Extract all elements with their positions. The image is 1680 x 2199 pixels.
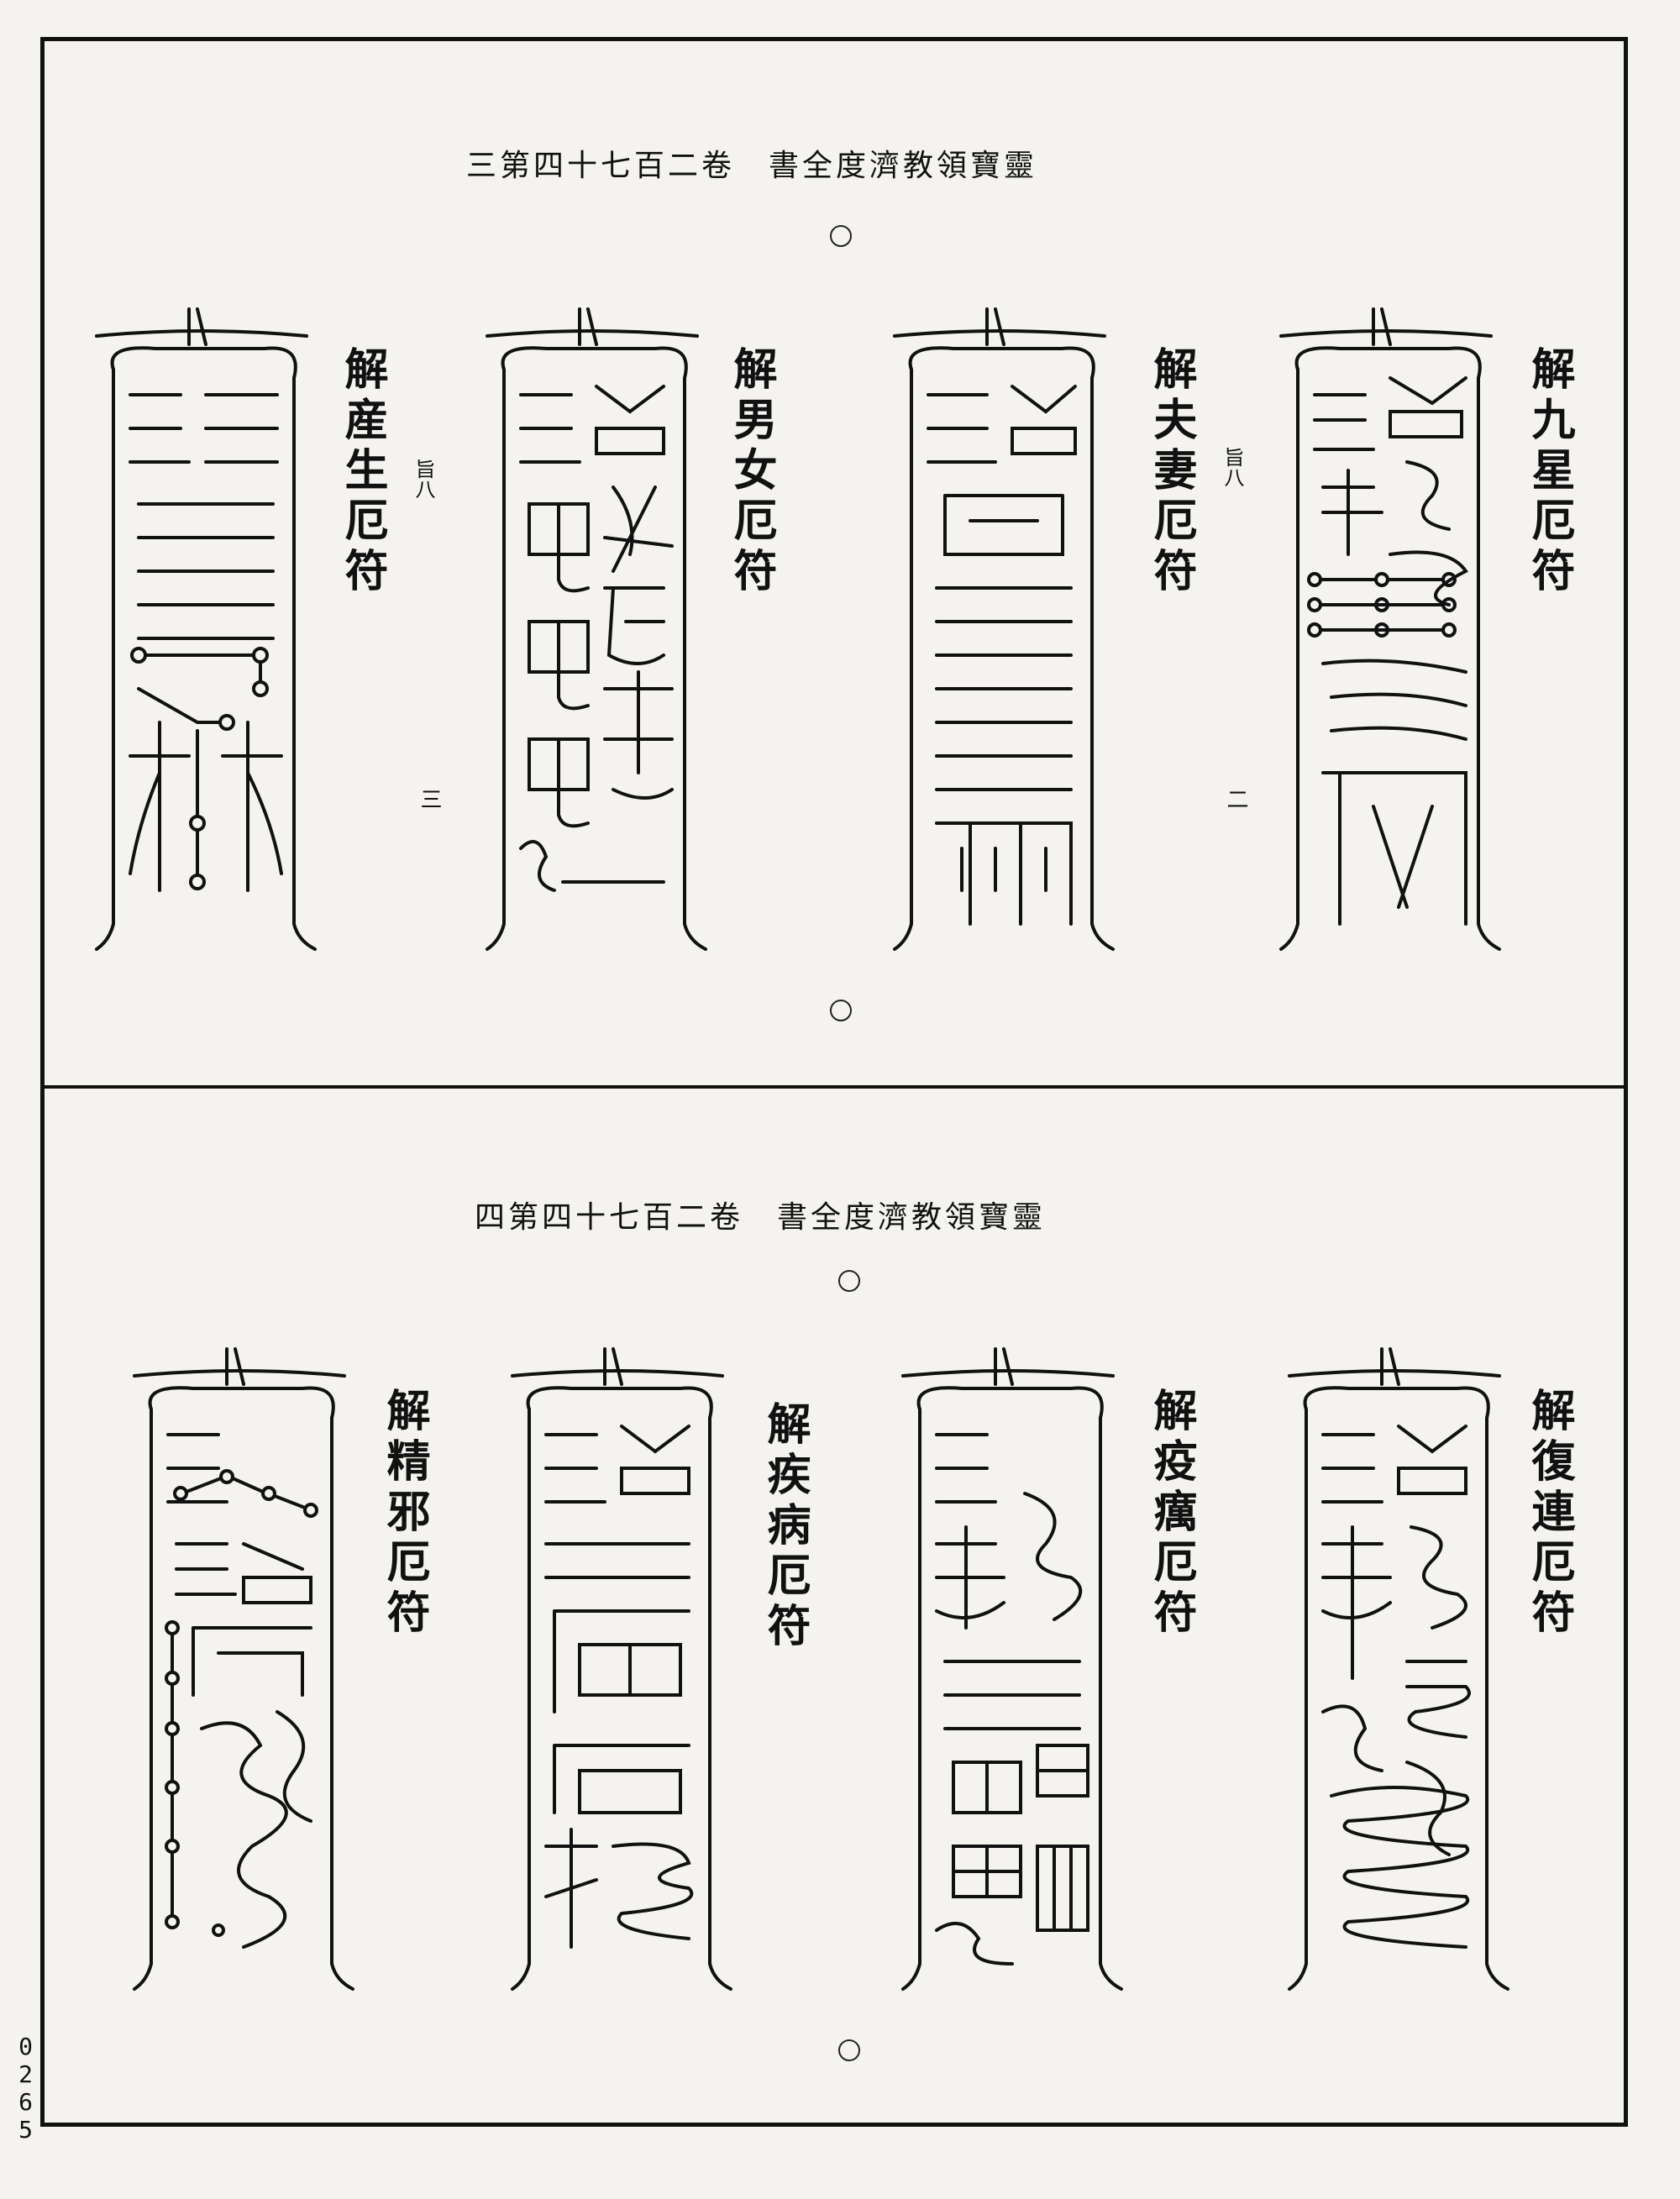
talisman-fu-lian [1273,1342,1516,2006]
page-mark: 二 [1223,788,1248,810]
page-margin-number: 0265 [12,2033,39,2144]
talisman-jiu-xing [1264,302,1508,966]
talisman-chan-sheng [80,302,323,966]
talisman-ji-bing [496,1342,739,2006]
binding-hole [830,225,852,247]
bottom-page-header: 四第四十七百二卷 書全度濟教領寶靈 [475,1200,1047,1235]
talisman-title: 解産生厄符 [337,346,388,598]
page-mark: 三 [417,788,442,810]
side-note: 旨八 [1221,447,1244,487]
top-page-header: 三第四十七百二卷 書全度濟教領寶靈 [466,149,1038,183]
talisman-title: 解疫癘厄符 [1146,1388,1197,1640]
binding-hole [838,1270,860,1292]
talisman-nan-nv [470,302,714,966]
talisman-title: 解疾病厄符 [759,1401,811,1653]
talisman-yi-li [886,1342,1130,2006]
binding-hole [838,2039,860,2061]
talisman-title: 解九星厄符 [1524,346,1575,598]
side-note: 旨八 [412,459,435,499]
talisman-title: 解夫妻厄符 [1146,346,1197,598]
page-frame [40,37,1628,2127]
talisman-jing-xie [118,1342,361,2006]
talisman-title: 解復連厄符 [1524,1388,1575,1640]
binding-hole [830,1000,852,1021]
talisman-title: 解精邪厄符 [379,1388,430,1640]
talisman-fu-qi [878,302,1121,966]
page-divider [40,1085,1628,1089]
talisman-title: 解男女厄符 [726,346,777,598]
